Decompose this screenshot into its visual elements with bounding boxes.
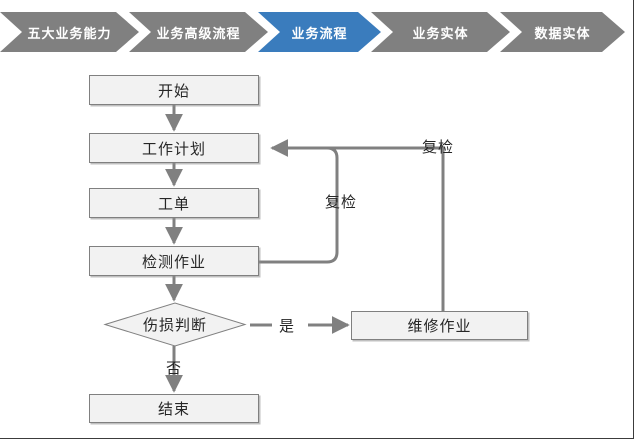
node-work-plan-label: 工作计划 (141, 139, 206, 158)
breadcrumb-chevron-1-shape[interactable] (129, 12, 268, 52)
node-damage-decision-shape[interactable] (103, 302, 247, 347)
edge-label-no-text: 否 (165, 358, 182, 377)
edge-label-recheck-inner-text: 复检 (324, 192, 357, 211)
edge-label-recheck-inner: 复检 (312, 190, 370, 212)
breadcrumb-chevron-2-shape[interactable] (258, 12, 381, 52)
edge-label-yes: 是 (272, 314, 302, 336)
node-inspection-task[interactable]: 检测作业 (89, 246, 259, 276)
edge-label-yes-text: 是 (278, 316, 295, 335)
node-damage-decision[interactable] (102, 300, 248, 349)
node-end-label: 结束 (157, 400, 190, 418)
breadcrumb-chevron-3-shape[interactable] (371, 12, 510, 52)
breadcrumb-chevron-4-shape[interactable] (500, 12, 625, 52)
edge-label-no: 否 (159, 356, 189, 378)
node-repair-task-label: 维修作业 (407, 317, 472, 335)
breadcrumb-shapes (0, 12, 625, 52)
breadcrumb-chevron-0-shape[interactable] (0, 12, 139, 52)
node-inspection-task-label: 检测作业 (141, 252, 206, 271)
edge-label-recheck-outer: 复检 (409, 135, 467, 157)
node-start[interactable]: 开始 (89, 75, 259, 105)
node-end[interactable]: 结束 (89, 394, 259, 423)
node-damage-decision-text: 伤损判断 (142, 316, 207, 334)
node-damage-decision-label: 伤损判断 (105, 303, 245, 346)
node-repair-task[interactable]: 维修作业 (351, 311, 528, 340)
node-start-label: 开始 (157, 81, 190, 100)
node-work-order-label: 工单 (157, 194, 190, 213)
node-work-order[interactable]: 工单 (89, 188, 259, 218)
node-work-plan[interactable]: 工作计划 (89, 133, 259, 163)
edge-label-recheck-outer-text: 复检 (421, 137, 454, 156)
connector-recheck-outer (272, 146, 445, 311)
